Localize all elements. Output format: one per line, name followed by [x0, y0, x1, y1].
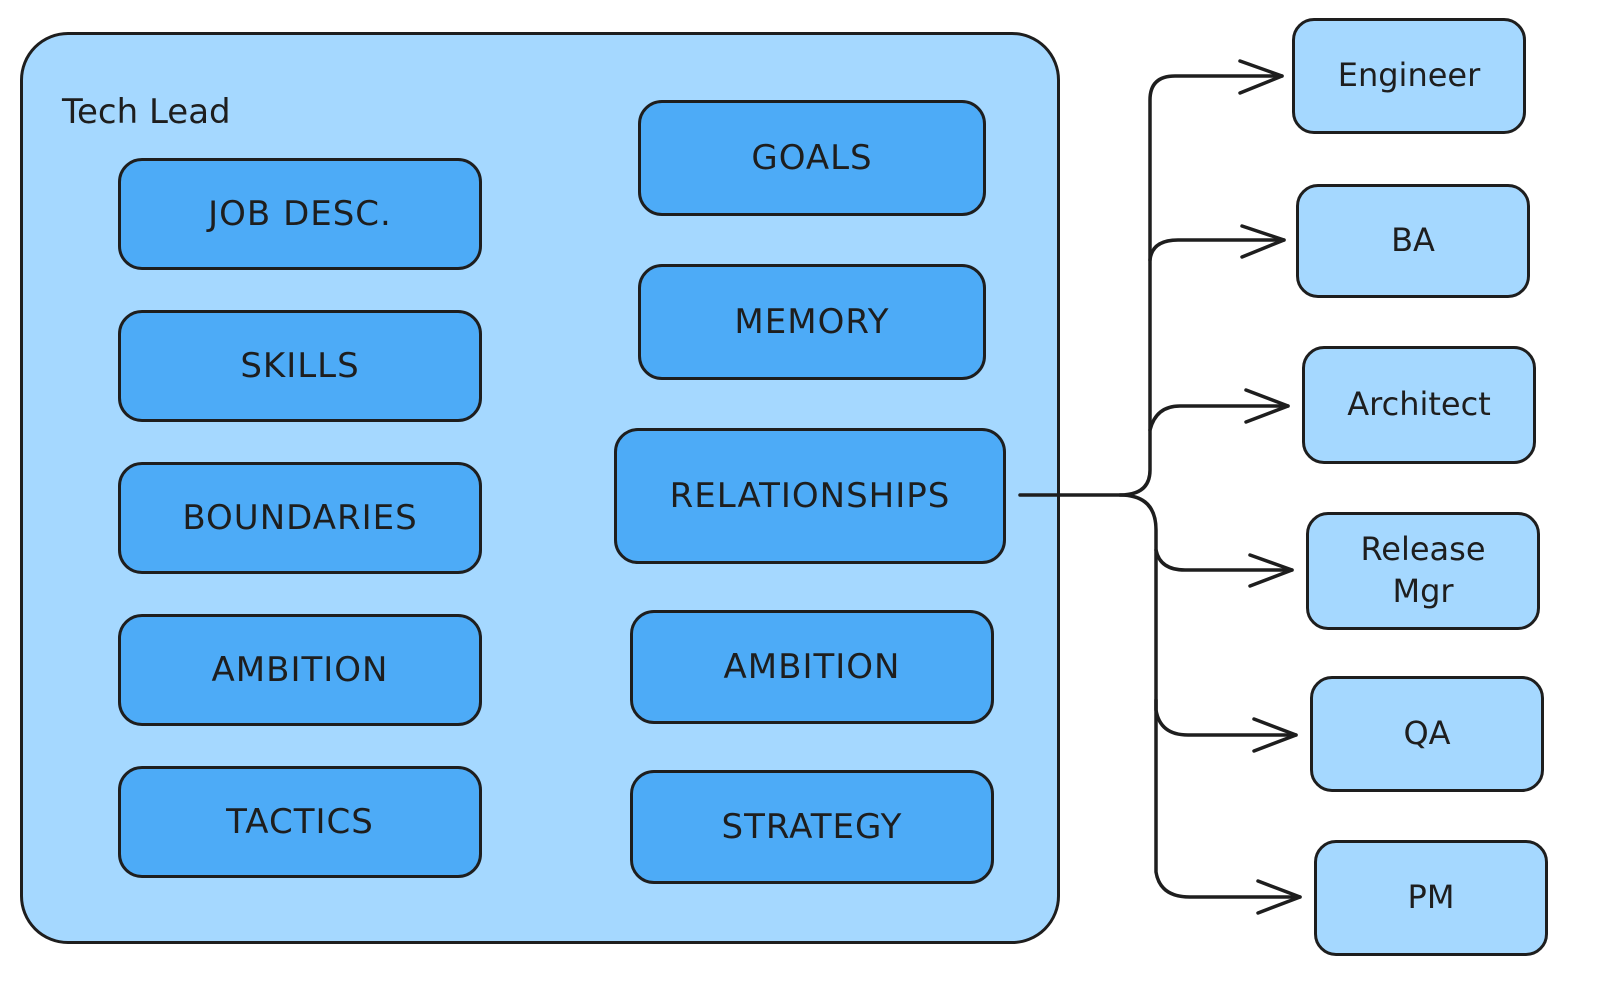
- block-boundaries[interactable]: BOUNDARIES: [118, 462, 482, 574]
- arrowhead-qa: [1252, 717, 1298, 753]
- block-relationships[interactable]: RELATIONSHIPS: [614, 428, 1006, 564]
- arrowhead-pm: [1256, 879, 1302, 915]
- block-memory[interactable]: MEMORY: [638, 264, 986, 380]
- connector-stem: [1018, 74, 1284, 497]
- arrowhead-architect: [1244, 388, 1290, 424]
- role-qa[interactable]: QA: [1310, 676, 1544, 792]
- block-tactics[interactable]: TACTICS: [118, 766, 482, 878]
- role-architect[interactable]: Architect: [1302, 346, 1536, 464]
- connector-pm: [1154, 698, 1302, 899]
- role-release-mgr[interactable]: Release Mgr: [1306, 512, 1540, 630]
- block-job-desc[interactable]: JOB DESC.: [118, 158, 482, 270]
- arrowhead-engineer: [1238, 59, 1284, 95]
- connector-release: [1118, 493, 1294, 572]
- block-strategy[interactable]: STRATEGY: [630, 770, 994, 884]
- connector-architect: [1148, 404, 1290, 432]
- role-ba[interactable]: BA: [1296, 184, 1530, 298]
- role-pm[interactable]: PM: [1314, 840, 1548, 956]
- container-title: Tech Lead: [62, 92, 231, 132]
- block-skills[interactable]: SKILLS: [118, 310, 482, 422]
- arrowhead-ba: [1240, 224, 1286, 259]
- connector-ba: [1148, 238, 1286, 262]
- role-engineer[interactable]: Engineer: [1292, 18, 1526, 134]
- block-ambition-right[interactable]: AMBITION: [630, 610, 994, 724]
- block-goals[interactable]: GOALS: [638, 100, 986, 216]
- arrowhead-release: [1248, 553, 1294, 588]
- block-ambition-left[interactable]: AMBITION: [118, 614, 482, 726]
